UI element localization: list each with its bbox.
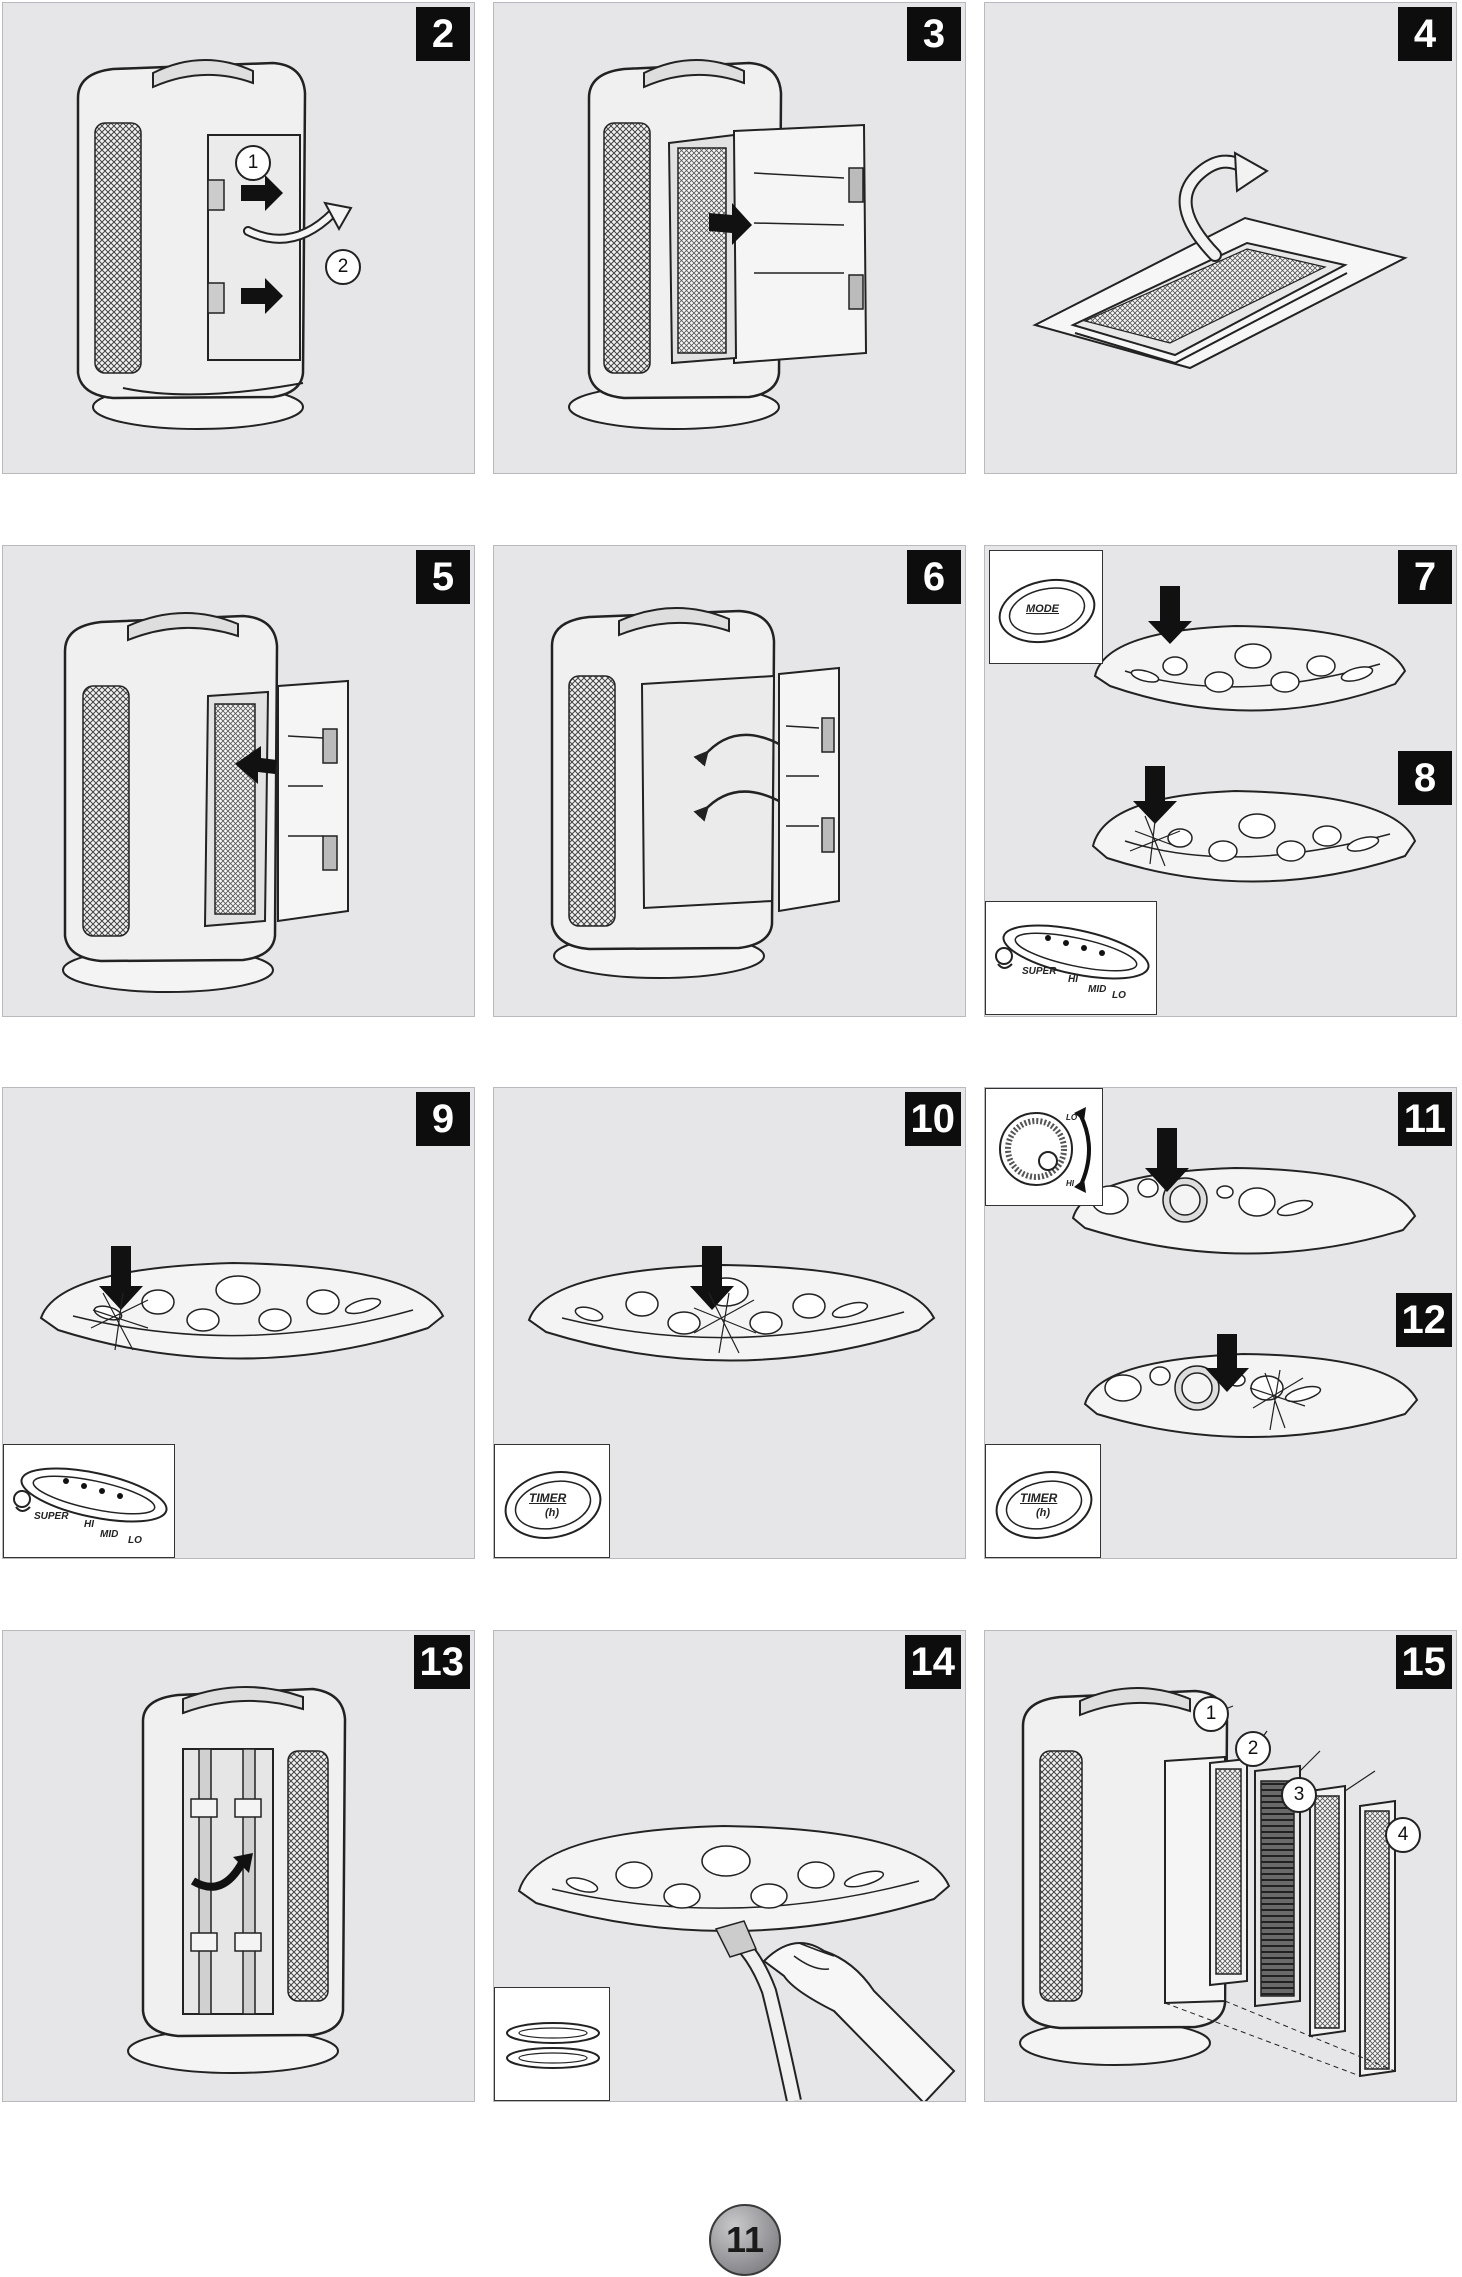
step-panel-7-8: MODE SUPER HI MID LO 7 8	[984, 545, 1457, 1017]
callout-4: 4	[1385, 1817, 1421, 1853]
callout-1: 1	[235, 145, 271, 181]
callout-2: 2	[1235, 1731, 1271, 1767]
speed-label-hi: HI	[1068, 974, 1078, 985]
step-number: 13	[413, 1635, 470, 1689]
speed-indicator-icon	[995, 924, 1150, 980]
step-number: 7	[1398, 550, 1452, 604]
speed-label-mid: MID	[1088, 984, 1107, 995]
step-panel-10: TIMER (h) 10	[493, 1087, 966, 1559]
timer-button-inset: TIMER (h)	[985, 1444, 1101, 1558]
step-panel-3: 3	[493, 2, 966, 474]
speed-dial-inset: LO HI	[985, 1088, 1103, 1206]
speed-label-lo: LO	[1112, 990, 1126, 1001]
step-number: 4	[1398, 7, 1452, 61]
step-number: 9	[416, 1092, 470, 1146]
brush-attachment-icon	[506, 2022, 600, 2069]
speed-label-mid: MID	[100, 1529, 119, 1540]
purifier-open-panel-illustration	[76, 59, 353, 430]
control-panel-dial-illustration	[1071, 1128, 1419, 1438]
timer-button-inset: TIMER (h)	[494, 1444, 610, 1558]
timer-button-icon	[995, 1471, 1093, 1539]
step-panel-9: SUPER HI MID LO 9	[2, 1087, 475, 1559]
step-panel-11-12: LO HI TIMER (h) 11 12	[984, 1087, 1457, 1559]
control-panel-timer-illustration	[527, 1246, 936, 1362]
step-number: 3	[907, 7, 961, 61]
filter-wrapping-illustration	[1032, 151, 1408, 370]
step-panel-2: 1 2 2	[2, 2, 475, 474]
brush-attachment-inset	[494, 1987, 610, 2101]
step-number: 12	[1395, 1293, 1452, 1347]
rear-panel-rotation-illustration	[127, 1686, 347, 2074]
step-number: 10	[904, 1092, 961, 1146]
mode-button-inset: MODE	[989, 550, 1103, 664]
timer-label: TIMER	[1020, 1491, 1058, 1505]
step-number: 14	[904, 1635, 961, 1689]
control-panel-speed-illustration	[39, 1246, 445, 1360]
callout-2: 2	[325, 249, 361, 285]
step-panel-5: 5	[2, 545, 475, 1017]
filter-insertion-illustration	[62, 612, 349, 993]
speed-indicator-icon	[13, 1467, 168, 1523]
callout-1: 1	[1193, 1696, 1229, 1732]
dial-label-lo: LO	[1066, 1113, 1078, 1122]
mode-label: MODE	[1026, 603, 1059, 615]
speed-indicator-inset: SUPER HI MID LO	[3, 1444, 175, 1558]
timer-unit-label: (h)	[545, 1507, 560, 1519]
panel-closing-illustration	[550, 607, 840, 979]
speed-label-lo: LO	[128, 1535, 142, 1546]
control-panel-mode-illustration	[1091, 586, 1417, 883]
timer-unit-label: (h)	[1036, 1507, 1051, 1519]
speed-label-super: SUPER	[1022, 966, 1057, 977]
step-number: 5	[416, 550, 470, 604]
dial-label-hi: HI	[1066, 1179, 1074, 1188]
step-panel-6: 6	[493, 545, 966, 1017]
step-panel-13: 13	[2, 1630, 475, 2102]
callout-3: 3	[1281, 1777, 1317, 1813]
speed-dial-icon	[999, 1107, 1091, 1193]
filter-removal-illustration	[568, 59, 868, 430]
speed-label-super: SUPER	[34, 1511, 69, 1522]
speed-indicator-inset: SUPER HI MID LO	[985, 901, 1157, 1015]
exploded-filter-illustration	[1019, 1687, 1396, 2078]
timer-label: TIMER	[529, 1491, 567, 1505]
step-number: 8	[1398, 751, 1452, 805]
page-number: 11	[709, 2204, 781, 2276]
step-number: 2	[416, 7, 470, 61]
step-panel-15: 1 2 3 4 15	[984, 1630, 1457, 2102]
timer-button-icon	[504, 1471, 602, 1539]
step-number: 6	[907, 550, 961, 604]
vacuum-cleaning-illustration	[517, 1824, 956, 2101]
mode-button-icon	[998, 579, 1096, 643]
step-panel-14: 14	[493, 1630, 966, 2102]
step-number: 15	[1395, 1635, 1452, 1689]
step-number: 11	[1397, 1092, 1452, 1146]
speed-label-hi: HI	[84, 1519, 94, 1530]
step-panel-4: 4	[984, 2, 1457, 474]
